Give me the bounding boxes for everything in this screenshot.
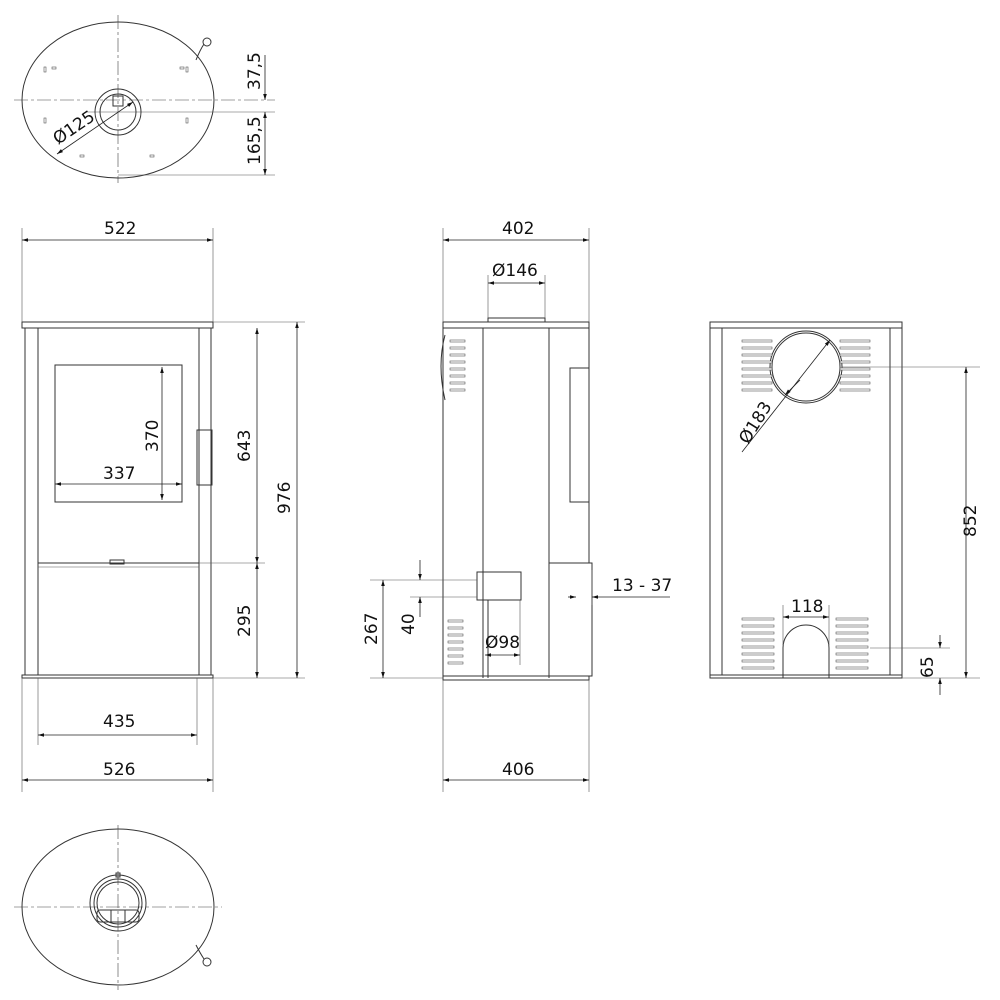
side-view: 402 Ø146 267 40 Ø98 13 - 37 406	[362, 219, 672, 792]
dim-wall-gap: 13 - 37	[612, 576, 672, 596]
dim-back-flue-diameter: Ø183	[735, 398, 776, 447]
dim-lower-height: 295	[235, 605, 255, 637]
dim-air-inlet-diameter: Ø98	[485, 633, 520, 653]
dim-door-height: 643	[235, 430, 255, 462]
dim-top-width: 522	[104, 219, 136, 239]
front-view: 522 370 337 643 976 295 435 526	[21, 219, 305, 792]
dim-inlet-width: 118	[791, 597, 823, 617]
dim-glass-width: 337	[103, 464, 135, 484]
dim-base-width: 526	[103, 760, 135, 780]
dim-top-depth: 402	[502, 219, 534, 239]
dim-inner-width: 435	[103, 712, 135, 732]
dim-flue-offset: 37,5	[245, 52, 265, 90]
dim-top-flue-diameter: Ø125	[50, 107, 99, 149]
dim-side-flue-diameter: Ø146	[492, 261, 538, 281]
dim-total-height: 976	[275, 482, 295, 514]
dim-glass-height: 370	[143, 420, 163, 452]
top-view: 37,5 165,5 Ø125	[14, 15, 275, 183]
dim-air-inlet-height: 267	[362, 613, 382, 645]
dim-flue-to-back: 165,5	[245, 116, 265, 165]
dim-air-inlet-size: 40	[399, 613, 419, 635]
back-view: Ø183 852 118 65	[709, 321, 981, 695]
dim-inlet-height: 65	[918, 656, 938, 678]
dim-flue-height: 852	[961, 505, 981, 537]
dim-base-depth: 406	[502, 760, 534, 780]
bottom-view	[14, 825, 222, 990]
